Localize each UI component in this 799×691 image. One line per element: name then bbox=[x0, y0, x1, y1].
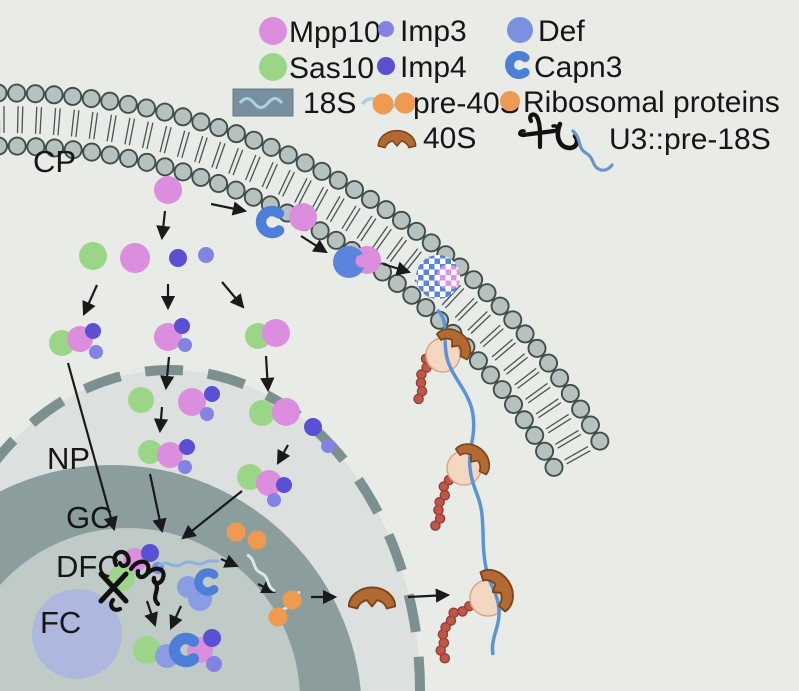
fibrillar-center-region bbox=[32, 589, 122, 679]
18s-rrna bbox=[246, 553, 276, 593]
sas10 bbox=[128, 387, 154, 413]
capn3-body bbox=[333, 246, 365, 278]
imp4 bbox=[276, 477, 292, 493]
mpp10 bbox=[120, 243, 150, 273]
sas10 bbox=[133, 636, 161, 664]
nucleolus-contents bbox=[98, 522, 397, 672]
membrane-outer-heads bbox=[0, 85, 610, 453]
legend-label-18s: 18S bbox=[303, 87, 356, 120]
nucleoplasm-molecules bbox=[128, 386, 335, 507]
mpp10 bbox=[272, 398, 300, 426]
18s-legend-icon bbox=[232, 88, 294, 117]
def-legend-icon bbox=[507, 17, 533, 43]
sas10-legend-icon bbox=[259, 53, 287, 81]
imp3 bbox=[200, 407, 214, 421]
imp4 bbox=[179, 439, 195, 455]
degraded-mpp10-particle bbox=[416, 255, 460, 299]
complex-sas10-mpp10-imp4-imp3 bbox=[237, 464, 292, 507]
mpp10 bbox=[154, 176, 182, 204]
legend-label-mpp10: Mpp10 bbox=[289, 16, 381, 49]
ssu-processome-u3-complex bbox=[98, 544, 220, 612]
imp4 bbox=[141, 544, 159, 562]
mpp10 bbox=[178, 388, 206, 416]
plasma-membrane bbox=[0, 83, 612, 481]
legend: Mpp10 Imp3 Def Sas10 Imp4 Capn3 18S pre-… bbox=[232, 15, 780, 172]
imp4 bbox=[204, 386, 220, 402]
imp3 bbox=[267, 493, 281, 507]
imp3 bbox=[206, 656, 222, 672]
imp3 bbox=[321, 439, 335, 453]
pre-18s-rna bbox=[157, 559, 220, 568]
imp3 bbox=[198, 247, 214, 263]
pre-40s-particle bbox=[268, 590, 302, 627]
legend-label-ribosomal-proteins: Ribosomal proteins bbox=[523, 86, 780, 119]
complex-sas10-mpp10-imp4-imp3 bbox=[138, 439, 195, 474]
region-label-gc: GC bbox=[66, 500, 113, 535]
imp4 bbox=[85, 323, 101, 339]
legend-label-sas10: Sas10 bbox=[289, 52, 374, 85]
sas10 bbox=[249, 400, 275, 426]
legend-label-def: Def bbox=[538, 15, 585, 48]
nuclear-envelope-dashed bbox=[0, 365, 425, 691]
imp4 bbox=[174, 318, 190, 334]
ribosomal-proteins-legend-icon bbox=[500, 91, 520, 111]
complex-sas10-def-capn3-mpp10 bbox=[133, 629, 222, 672]
u3-pre18s-legend-icon bbox=[518, 112, 614, 172]
mpp10 bbox=[289, 203, 317, 231]
mpp10-legend-icon bbox=[259, 17, 287, 45]
mpp10 bbox=[256, 470, 282, 496]
nascent-polypeptide-chains bbox=[413, 346, 484, 668]
complex-mpp10-imp4-imp3 bbox=[178, 386, 220, 421]
imp3-legend-icon bbox=[378, 21, 394, 37]
capn3-mpp10-complex bbox=[333, 246, 381, 278]
def-capn3-complex bbox=[177, 573, 214, 611]
complex-sas10-mpp10 bbox=[245, 319, 290, 349]
imp3 bbox=[89, 345, 103, 359]
imp3 bbox=[178, 460, 192, 474]
mpp10 bbox=[262, 319, 290, 347]
imp4 bbox=[169, 249, 187, 267]
mpp10 bbox=[123, 548, 147, 572]
imp4 bbox=[304, 418, 322, 436]
legend-label-capn3: Capn3 bbox=[534, 51, 622, 84]
sas10 bbox=[79, 242, 107, 270]
legend-label-imp4: Imp4 bbox=[400, 51, 467, 84]
imp4 bbox=[203, 629, 221, 647]
region-label-np: NP bbox=[47, 441, 90, 476]
region-label-fc: FC bbox=[40, 605, 81, 640]
legend-label-40s: 40S bbox=[423, 122, 476, 155]
legend-label-u3-pre18s: U3::pre-18S bbox=[609, 123, 771, 156]
complex-sas10-mpp10-imp4-imp3 bbox=[49, 323, 103, 359]
imp4-legend-icon bbox=[377, 57, 395, 75]
region-label-cp: CP bbox=[33, 144, 76, 179]
imp3 bbox=[178, 338, 192, 352]
cytoplasm-molecules bbox=[49, 176, 460, 359]
ribosomal-protein bbox=[226, 522, 246, 542]
pathway-arrows bbox=[66, 201, 451, 630]
capn3-mouth bbox=[355, 254, 369, 268]
ribosomal-protein bbox=[247, 530, 267, 550]
polysome bbox=[413, 308, 522, 668]
mpp10 bbox=[157, 442, 183, 468]
u3-snorna bbox=[98, 549, 166, 612]
membrane-inner-heads bbox=[0, 138, 564, 479]
complex-sas10-mpp10 bbox=[249, 398, 300, 426]
pre40s-legend-icon bbox=[360, 92, 418, 115]
sas10 bbox=[138, 440, 162, 464]
complex-mpp10-imp4-imp3 bbox=[154, 318, 192, 352]
legend-label-imp3: Imp3 bbox=[400, 15, 467, 48]
mpp10 bbox=[154, 323, 182, 351]
